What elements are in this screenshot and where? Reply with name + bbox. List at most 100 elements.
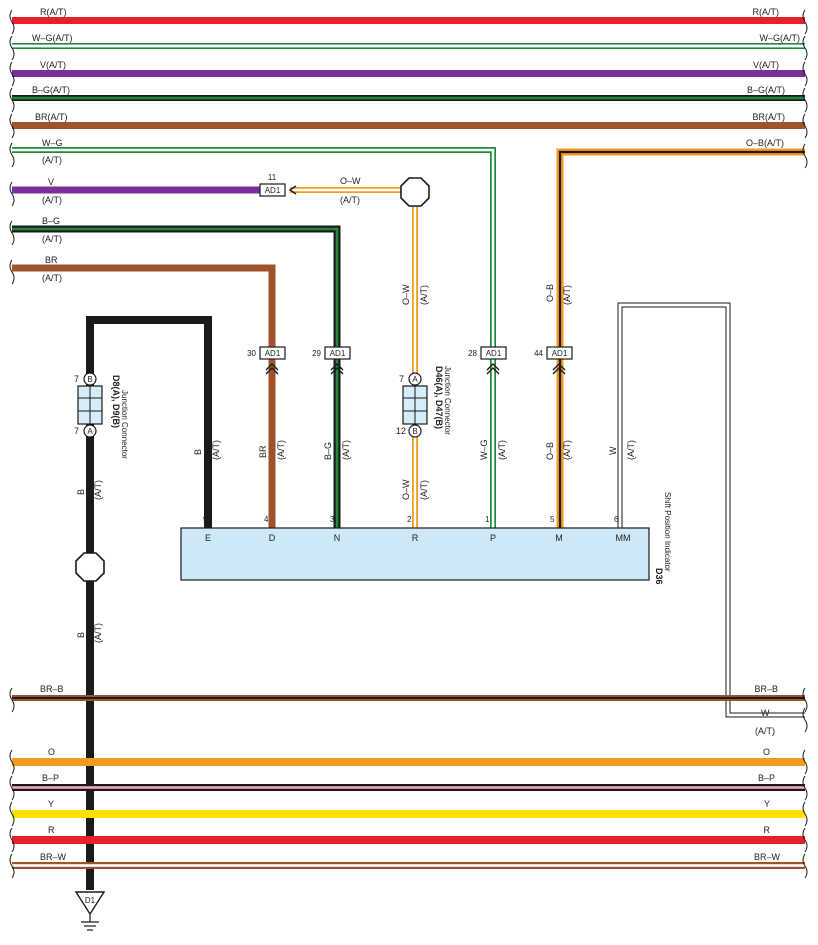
pin-name-e: E bbox=[205, 533, 211, 543]
ad1-label: AD1 bbox=[486, 349, 502, 358]
indicator-code: D36 bbox=[654, 568, 664, 585]
wires bbox=[12, 147, 805, 890]
jc-left-pin-bottom: 7 bbox=[74, 426, 79, 436]
bus-label-v-left: V(A/T) bbox=[40, 60, 66, 70]
ad1-connector-44: AD1 44 bbox=[534, 346, 573, 375]
bus-label-r-left: R(A/T) bbox=[40, 7, 67, 17]
vlabel-ob-m-at: (A/T) bbox=[562, 440, 572, 460]
bus-label-o-left: O bbox=[48, 747, 55, 757]
ground-label: D1 bbox=[85, 896, 96, 905]
label-w-bottom: W bbox=[761, 708, 770, 718]
label-bg-left: B–G bbox=[42, 216, 60, 226]
pin-num-r: 2 bbox=[407, 515, 412, 524]
bus-label-y-left: Y bbox=[48, 799, 54, 809]
bus-label-r-right: R(A/T) bbox=[753, 7, 780, 17]
jc-mid-letter-top: A bbox=[412, 375, 418, 384]
label-wg-top-at: (A/T) bbox=[42, 155, 62, 165]
label-ow-splice-at: (A/T) bbox=[340, 195, 360, 205]
vlabel-ow-upper: O–W bbox=[401, 284, 411, 305]
bus-label-y-right: Y bbox=[764, 799, 770, 809]
ad1-connector-28: AD1 28 bbox=[468, 346, 507, 375]
vlabel-bg-n-at: (A/T) bbox=[341, 440, 351, 460]
wire-labels: W–G (A/T) O–B(A/T) V (A/T) B–G (A/T) BR … bbox=[42, 138, 784, 736]
label-br-left-at: (A/T) bbox=[42, 273, 62, 283]
jc-mid-title: D46(A), D47(B) bbox=[434, 366, 444, 429]
vlabel-b-e: B bbox=[193, 449, 203, 455]
pin-name-m: M bbox=[555, 533, 563, 543]
bus-label-brb-left: BR–B bbox=[40, 684, 64, 694]
vlabel-ob-upper: O–B bbox=[545, 284, 555, 302]
vlabel-ow-upper-at: (A/T) bbox=[419, 285, 429, 305]
bus-y bbox=[12, 810, 805, 818]
ground-d1: D1 bbox=[74, 891, 106, 931]
junction-connector-d46-d47: A B 7 12 D46(A), D47(B) Junction Connect… bbox=[396, 366, 452, 438]
ad1-pin-30: 30 bbox=[247, 349, 256, 358]
vlabel-br-d: BR bbox=[258, 445, 268, 458]
bus-label-brw-right: BR–W bbox=[754, 852, 781, 862]
pin-name-n: N bbox=[334, 533, 341, 543]
bus-label-bg-right: B–G(A/T) bbox=[747, 85, 785, 95]
ad1-pin-11: 11 bbox=[268, 173, 277, 182]
ad1-label: AD1 bbox=[265, 186, 281, 195]
vlabel-b-left-lower-at: (A/T) bbox=[93, 623, 103, 643]
vlabel-b-left-upper-at: (A/T) bbox=[93, 480, 103, 500]
ad1-label: AD1 bbox=[552, 349, 568, 358]
pin-name-d: D bbox=[269, 533, 276, 543]
bus-label-v-right: V(A/T) bbox=[753, 60, 779, 70]
vlabel-b-left-lower: B bbox=[76, 632, 86, 638]
bus-v-top bbox=[12, 70, 805, 77]
label-bg-left-at: (A/T) bbox=[42, 234, 62, 244]
bus-cut-marks bbox=[9, 9, 808, 879]
wire-b-ground bbox=[86, 316, 212, 890]
pin-num-d: 4 bbox=[264, 515, 269, 524]
top-buses: R(A/T) R(A/T) W–G(A/T) W–G(A/T) V(A/T) V… bbox=[12, 7, 805, 129]
label-ob-top: O–B(A/T) bbox=[746, 138, 784, 148]
junction-connector-d8-d9: B A 7 7 D8(A), D9(B) Junction Connector bbox=[74, 372, 129, 459]
wire-br bbox=[12, 264, 276, 528]
wire-ob bbox=[556, 148, 805, 528]
bus-label-bg-left: B–G(A/T) bbox=[32, 85, 70, 95]
bus-label-bp-right: B–P bbox=[758, 773, 775, 783]
jc-left-pin-top: 7 bbox=[74, 374, 79, 384]
ad1-pin-28: 28 bbox=[468, 349, 477, 358]
pin-num-m: 5 bbox=[550, 515, 555, 524]
vlabel-ob-upper-at: (A/T) bbox=[562, 285, 572, 305]
bus-label-br-right: BR(A/T) bbox=[753, 112, 786, 122]
vlabel-b-e-at: (A/T) bbox=[211, 440, 221, 460]
bus-br-top bbox=[12, 122, 805, 129]
pin-name-p: P bbox=[490, 533, 496, 543]
pin-num-mm: 6 bbox=[614, 515, 619, 524]
vlabel-b-left-upper: B bbox=[76, 489, 86, 495]
vlabel-w-mm-at: (A/T) bbox=[626, 440, 636, 460]
ad1-label: AD1 bbox=[265, 349, 281, 358]
vlabel-wg-p-at: (A/T) bbox=[497, 440, 507, 460]
label-v-left-at: (A/T) bbox=[42, 195, 62, 205]
vlabel-wg-p: W–G bbox=[479, 439, 489, 460]
pin-num-p: 1 bbox=[485, 515, 490, 524]
vlabel-bg-n: B–G bbox=[323, 442, 333, 460]
jc-left-title: D8(A), D9(B) bbox=[111, 375, 121, 428]
pin-name-r: R bbox=[412, 533, 419, 543]
indicator-name: Shift Position Indicator bbox=[663, 492, 672, 572]
vertical-labels: O–W (A/T) O–B (A/T) B (A/T) BR (A/T) B–G… bbox=[76, 284, 636, 643]
label-v-left: V bbox=[48, 177, 54, 187]
vlabel-ow-r-at: (A/T) bbox=[419, 480, 429, 500]
bus-label-o-right: O bbox=[763, 747, 770, 757]
jc-mid-pin-bottom: 12 bbox=[396, 426, 406, 436]
ad1-label: AD1 bbox=[330, 349, 346, 358]
ad1-pin-29: 29 bbox=[312, 349, 321, 358]
vlabel-ow-r: O–W bbox=[401, 479, 411, 500]
wire-w bbox=[617, 302, 805, 718]
label-br-left: BR bbox=[45, 255, 58, 265]
vlabel-ob-m: O–B bbox=[545, 442, 555, 460]
splice-ow bbox=[400, 177, 430, 207]
jc-mid-subtitle: Junction Connector bbox=[443, 366, 452, 435]
jc-mid-letter-bottom: B bbox=[412, 427, 417, 436]
pin-name-mm: MM bbox=[616, 533, 631, 543]
bus-label-bp-left: B–P bbox=[42, 773, 59, 783]
bus-label-brb-right: BR–B bbox=[754, 684, 778, 694]
pin-num-e: 9 bbox=[203, 515, 208, 524]
jc-left-letter-bottom: A bbox=[87, 427, 93, 436]
bus-o bbox=[12, 758, 805, 766]
